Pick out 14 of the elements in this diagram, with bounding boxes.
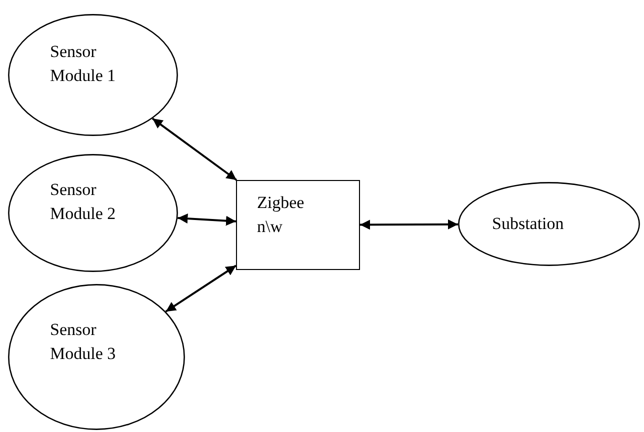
node-label: Sensor Module 2 bbox=[50, 179, 117, 225]
ellipse-node bbox=[8, 284, 185, 430]
ellipse-node bbox=[458, 182, 640, 266]
process-box bbox=[236, 180, 360, 270]
double-arrow bbox=[165, 264, 237, 312]
node-label: Sensor Module 1 bbox=[50, 41, 117, 87]
double-arrow bbox=[360, 219, 458, 230]
double-arrow bbox=[178, 214, 236, 226]
ellipse-node bbox=[8, 154, 178, 272]
node-label: Zigbee n\w bbox=[257, 192, 306, 238]
ellipse-node bbox=[8, 14, 178, 136]
node-label: Sensor Module 3 bbox=[50, 319, 117, 365]
node-label: Substation bbox=[492, 213, 565, 235]
double-arrow bbox=[152, 118, 238, 181]
